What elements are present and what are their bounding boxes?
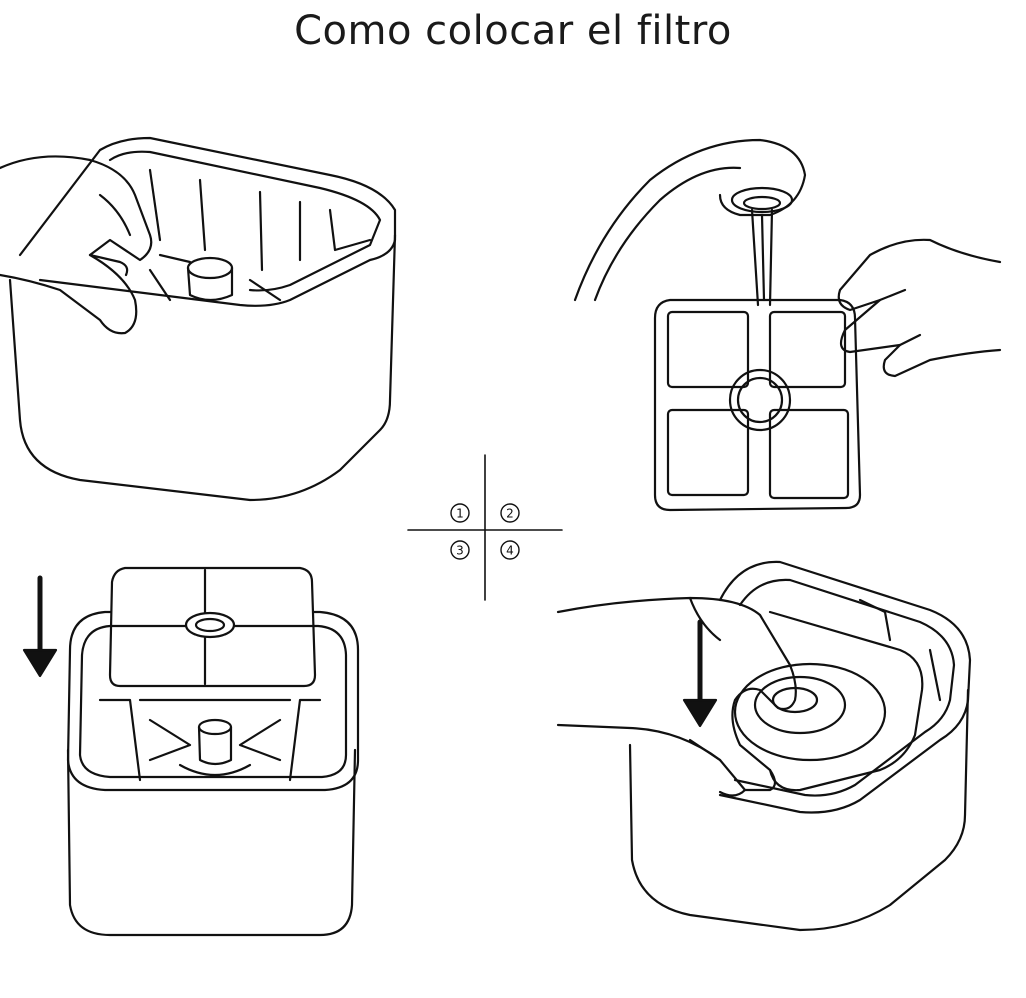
filter-icon: [108, 566, 317, 688]
step-number-1: 1: [456, 507, 464, 521]
step-key-item-2: 2: [500, 503, 520, 523]
step-number-2: 2: [506, 507, 514, 521]
step-2-rinse-filter: [573, 138, 1002, 512]
down-arrow-icon: [22, 575, 58, 678]
step-key: 1 2 3 4: [407, 454, 563, 601]
step-number-4: 4: [506, 544, 514, 558]
step-key-item-1: 1: [450, 503, 470, 523]
hand-icon: [556, 596, 797, 797]
water-stream-icon: [750, 208, 774, 307]
down-arrow-icon: [682, 619, 718, 728]
filter-icon: [653, 298, 862, 512]
fountain-tank-icon: [628, 560, 972, 932]
step-3-insert-filter: [22, 566, 360, 937]
step-4-press-filter: [556, 560, 972, 932]
hand-icon: [837, 238, 1002, 378]
step-key-item-3: 3: [450, 540, 470, 560]
hand-icon: [0, 155, 153, 335]
fountain-tank-icon: [8, 136, 397, 502]
page-title: Como colocar el filtro: [294, 8, 732, 54]
step-key-item-4: 4: [500, 540, 520, 560]
fountain-tank-icon: [66, 610, 360, 937]
step-number-3: 3: [456, 544, 464, 558]
faucet-icon: [573, 138, 807, 302]
step-1-remove-filter: [0, 136, 397, 502]
